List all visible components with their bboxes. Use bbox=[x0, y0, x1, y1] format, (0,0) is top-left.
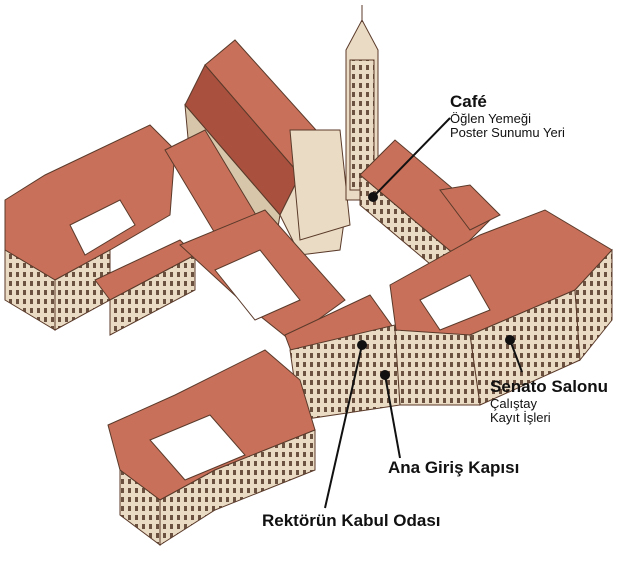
label-senato: Senato Salonu Çalıştay Kayıt İşleri bbox=[490, 377, 608, 426]
marker-cafe bbox=[368, 192, 378, 202]
label-cafe-title: Café bbox=[450, 92, 565, 112]
label-senato-line-2: Kayıt İşleri bbox=[490, 411, 608, 426]
label-senato-line-1: Çalıştay bbox=[490, 397, 608, 412]
label-cafe: Café Öğlen Yemeği Poster Sunumu Yeri bbox=[450, 92, 565, 141]
label-senato-title: Senato Salonu bbox=[490, 377, 608, 397]
label-cafe-line-1: Öğlen Yemeği bbox=[450, 112, 565, 127]
label-rector-reception: Rektörün Kabul Odası bbox=[262, 511, 441, 531]
marker-giris bbox=[380, 370, 390, 380]
label-cafe-line-2: Poster Sunumu Yeri bbox=[450, 126, 565, 141]
building-left-wing bbox=[5, 125, 195, 335]
marker-rektor bbox=[357, 340, 367, 350]
label-main-gate: Ana Giriş Kapısı bbox=[388, 458, 519, 478]
marker-senato bbox=[505, 335, 515, 345]
